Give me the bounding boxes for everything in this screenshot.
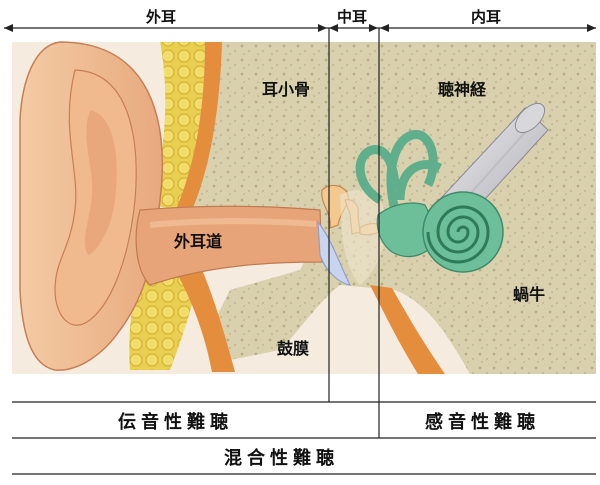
ear-canal [135,205,323,286]
ear-canal-label: 外耳道 [174,232,223,251]
section-dividers [328,28,380,438]
middle-ear-header: 中耳 [337,8,368,26]
eardrum-label: 鼓膜 [277,339,310,358]
outer-ear-header: 外耳 [146,8,177,26]
fat-tissue-lower [129,265,200,370]
cochlea-label: 蝸牛 [513,285,546,304]
fat-tissue [152,42,205,210]
auditory-nerve-label: 聴神経 [438,80,487,99]
muscle-lower [175,265,235,372]
section-header [4,24,596,32]
mixed-hearing-loss-label: 混合性難聴 [224,448,339,469]
middle-ear-cavity [340,190,387,285]
classification-table [12,401,596,475]
muscle-eustachian [370,285,445,374]
semicircular-canals [355,130,443,212]
cochlea [376,191,504,273]
ossicles-label: 耳小骨 [262,80,311,99]
pinna-inner [84,110,117,255]
inner-ear-header: 内耳 [471,8,502,26]
conductive-hearing-loss-label: 伝音性難聴 [118,412,233,433]
temporal-bone [175,42,596,374]
muscle-upper [175,42,222,215]
sensorineural-hearing-loss-label: 感音性難聴 [425,412,540,433]
